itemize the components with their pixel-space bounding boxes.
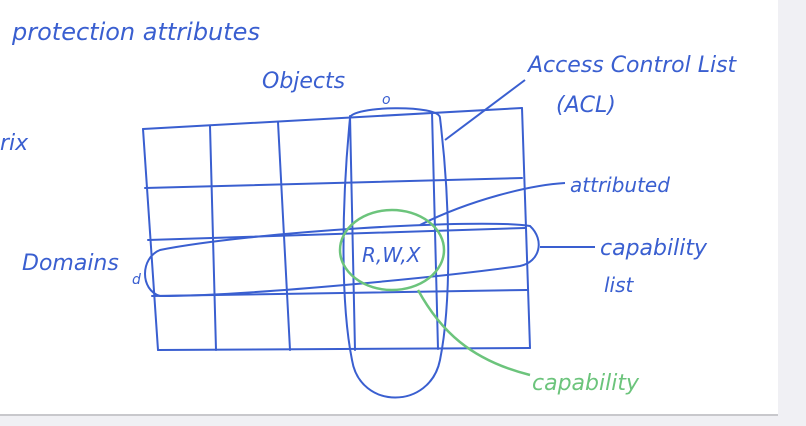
object-marker: o	[382, 92, 391, 108]
grid-line	[142, 128, 159, 351]
capability-highlight	[338, 208, 531, 377]
domain-marker: d	[132, 272, 141, 288]
domains-label: Domains	[22, 251, 119, 276]
attributed-pointer-line	[419, 182, 566, 226]
acl-column-outline	[342, 107, 450, 399]
grid-line	[209, 125, 217, 351]
grid-line	[277, 121, 291, 351]
capability-list-label-line1: capability	[600, 236, 708, 261]
capability-cell-circle	[338, 208, 446, 292]
capability-list-label-line2: list	[604, 273, 635, 297]
acl-label-line1: Access Control List	[526, 53, 738, 78]
access-matrix-grid	[142, 107, 531, 351]
fragment-text: rix	[0, 131, 29, 156]
grid-line	[142, 107, 523, 130]
grid-line	[144, 177, 523, 189]
cell-rights: R,W,X	[362, 243, 422, 267]
acl-label-line2: (ACL)	[556, 93, 616, 118]
bottom-border	[0, 414, 778, 416]
grid-line	[521, 107, 531, 349]
objects-label: Objects	[262, 69, 345, 94]
capability-list-row-outline	[144, 222, 540, 298]
grid-line	[147, 227, 526, 241]
highlights	[144, 79, 595, 399]
protection-attributes-text: protection attributes	[11, 18, 260, 46]
capability-pointer-line	[416, 289, 531, 377]
grid-line	[431, 111, 439, 350]
acl-pointer-line	[444, 79, 526, 141]
whiteboard-canvas	[0, 0, 778, 414]
grid-line	[157, 347, 531, 351]
grid-line	[349, 115, 356, 351]
attributed-label: attributed	[570, 173, 670, 197]
capability-label: capability	[532, 371, 640, 396]
